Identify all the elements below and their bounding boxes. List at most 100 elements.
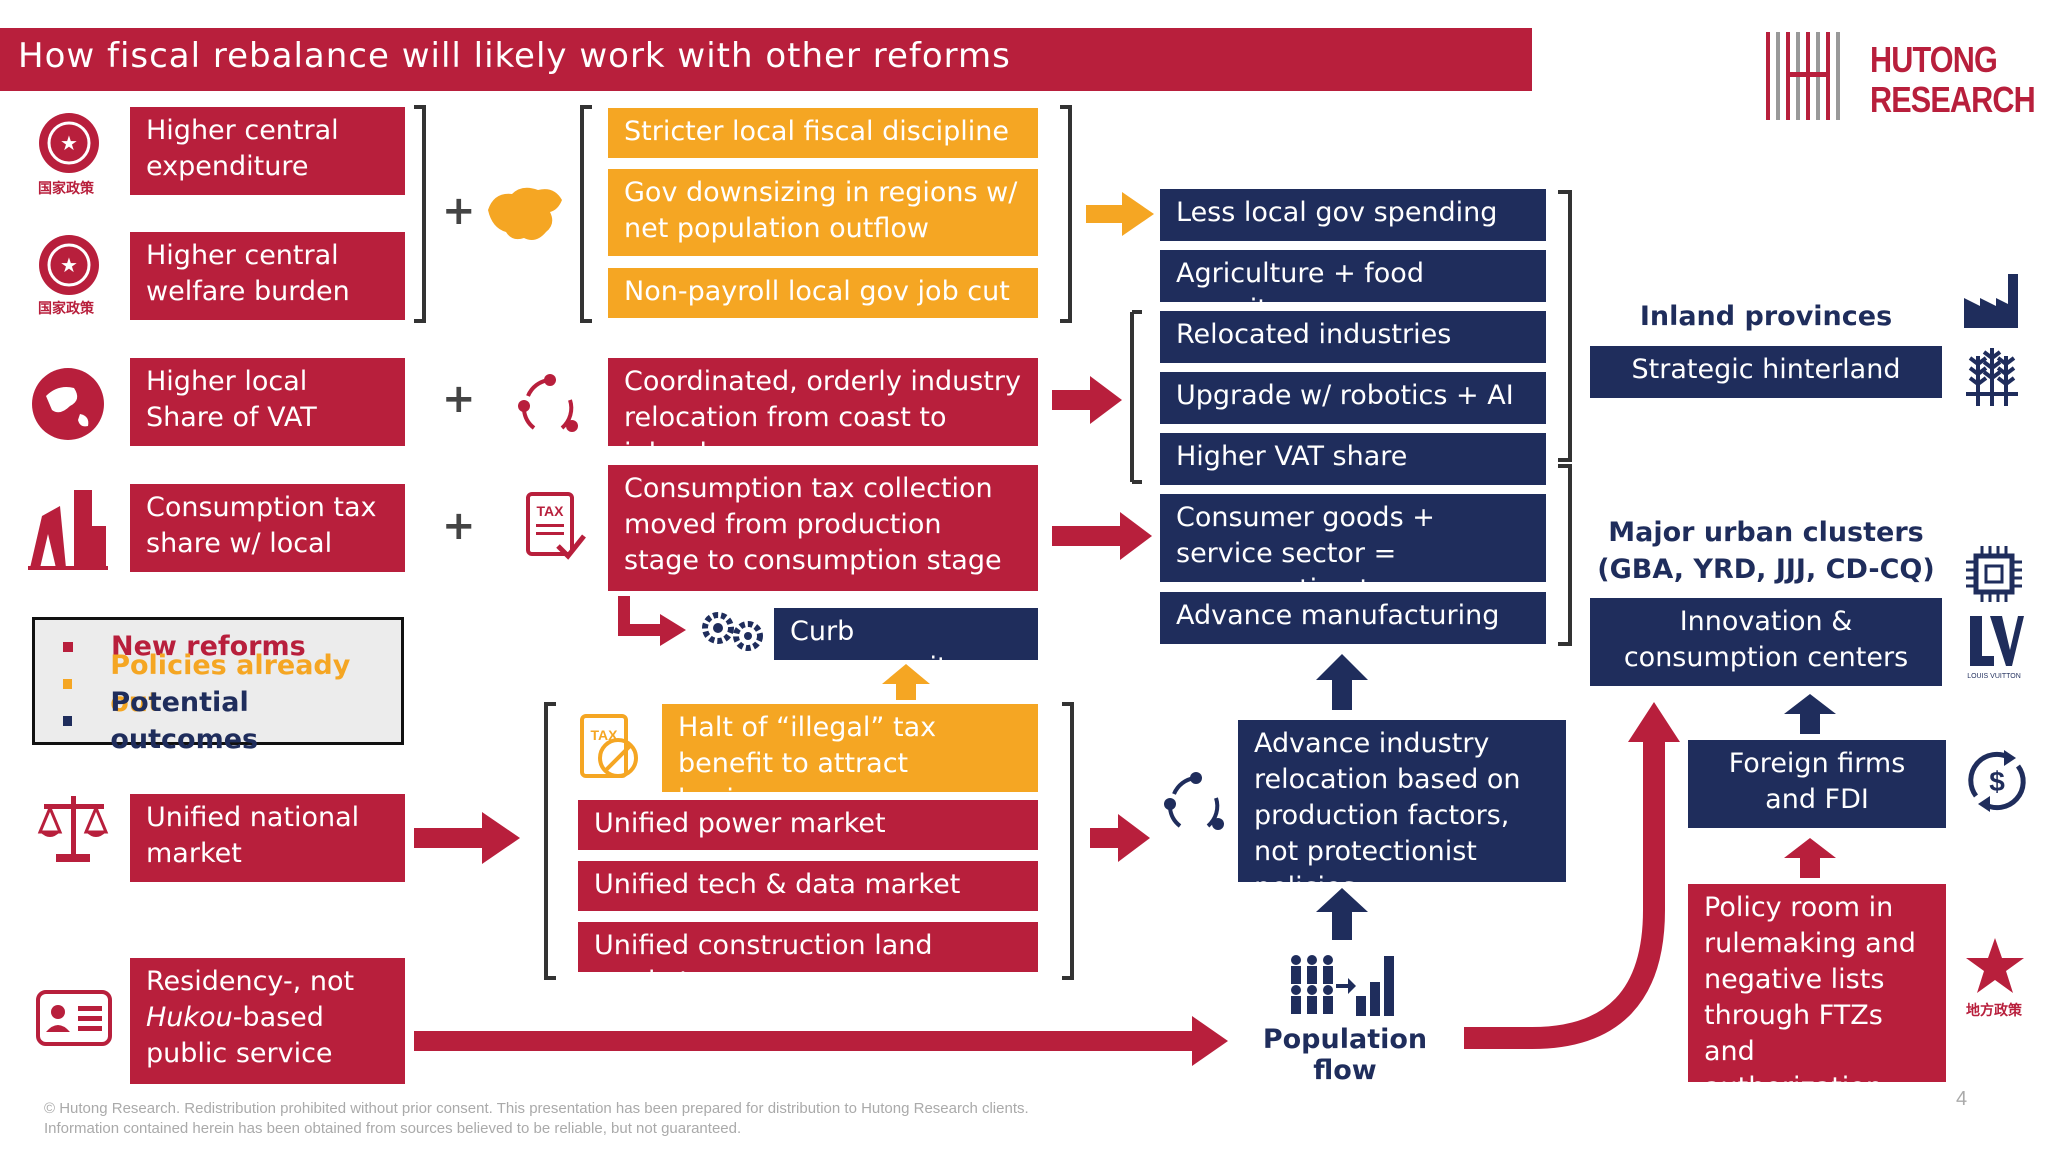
title-bar <box>0 28 1532 91</box>
local-policy-caption: 地方政策 <box>1966 1003 2022 1019</box>
currency-exchange-icon: $ <box>1968 750 2026 812</box>
gold-arrow-right <box>1086 192 1154 236</box>
national-policy-caption: 国家政策 <box>38 181 94 197</box>
footer-line-1: © Hutong Research. Redistribution prohib… <box>44 1100 1029 1117</box>
middle-bottom-bracket <box>544 702 1074 980</box>
legend-bullet <box>63 641 73 652</box>
tax-document-icon: TAX <box>526 492 586 560</box>
svg-text:★: ★ <box>60 133 78 155</box>
population-flow-icon <box>1291 955 1394 1016</box>
unified-land-box: Unified construction land market <box>578 922 1038 997</box>
scales-icon <box>37 796 109 862</box>
wheat-icon <box>1966 348 2018 406</box>
legend-label: Potential outcomes <box>110 686 259 755</box>
legend-label: Policies already out <box>110 649 351 718</box>
footer: © Hutong Research. Redistribution prohib… <box>44 1099 1029 1139</box>
footer-line-2: Information contained herein has been ob… <box>44 1120 742 1137</box>
red-arrow-right <box>1052 512 1152 560</box>
factory-icon <box>1964 274 2018 328</box>
gov-downsizing-box: Gov downsizing in regions w/ net populat… <box>608 169 1038 256</box>
strategic-hinterland-box: Strategic hinterland <box>1590 346 1942 398</box>
navy-up-arrow <box>1784 694 1836 734</box>
plus-sign: + <box>442 376 476 422</box>
logo-line-2: RESEARCH <box>1870 79 2036 120</box>
curb-overcapacity-box: Curb overcapacity <box>774 608 1038 683</box>
china-map-icon <box>488 187 562 240</box>
id-card-icon <box>36 990 112 1046</box>
curb-elbow-arrow <box>618 596 686 646</box>
navy-up-arrow <box>1316 888 1368 940</box>
innovation-centers-box: Innovation & consumption centers <box>1590 598 1942 686</box>
legend-item-new-reforms: New reforms <box>49 628 387 665</box>
higher-local-vat-box: Higher local Share of VAT <box>130 358 405 446</box>
advance-manufacturing-box: Advance manufacturing <box>1160 592 1546 644</box>
svg-text:TAX: TAX <box>591 727 619 743</box>
unified-power-box: Unified power market <box>578 800 1038 850</box>
legend-item-potential-outcomes: Potential outcomes <box>49 687 387 755</box>
tax-icon-label: TAX <box>537 503 565 519</box>
national-emblem-icon: ★ <box>39 113 99 173</box>
higher-vat-share-box: Higher VAT share <box>1160 433 1546 485</box>
coordinated-relocation-box: Coordinated, orderly industry relocation… <box>608 358 1038 469</box>
red-arrow-right <box>414 812 520 864</box>
national-emblem-icon: ★ <box>39 235 99 295</box>
no-tax-icon: TAX <box>580 714 638 778</box>
national-policy-caption: 国家政策 <box>38 301 94 317</box>
unified-national-market-box: Unified national market <box>130 794 405 882</box>
svg-text:$: $ <box>1989 766 2005 797</box>
inland-provinces-heading: Inland provinces <box>1639 301 1893 332</box>
navy-up-arrow <box>1316 654 1368 710</box>
city-buildings-icon <box>28 490 108 570</box>
chip-icon <box>1966 546 2022 602</box>
higher-central-welfare-box: Higher central welfare burden <box>130 232 405 320</box>
hukou-text: Hukou <box>146 1002 233 1033</box>
legend-bullet <box>63 715 73 726</box>
svg-text:★: ★ <box>60 255 78 277</box>
residency-public-service-box: Residency-, not Hukou-based public servi… <box>130 958 405 1084</box>
residency-text-pre: Residency-, not <box>146 966 355 997</box>
consumption-tax-collection-box: Consumption tax collection moved from pr… <box>608 465 1038 591</box>
policy-room-box: Policy room in rulemaking and negative l… <box>1688 884 1946 1103</box>
logo-line-1: HUTONG <box>1870 39 1998 80</box>
middle-top-bracket <box>580 105 1072 323</box>
relocation-cycle-icon <box>518 374 578 432</box>
gold-up-arrow <box>882 664 930 700</box>
legend: New reforms Policies already out Potenti… <box>32 617 404 755</box>
stricter-discipline-box: Stricter local fiscal discipline <box>608 108 1038 158</box>
hutong-logo-icon <box>1766 32 1840 120</box>
residency-text-post: -based public service <box>146 1002 333 1069</box>
red-curved-arrow <box>1464 702 1680 1049</box>
foreign-firms-box: Foreign firms and FDI <box>1688 740 1946 828</box>
page-number: 4 <box>1956 1088 1968 1110</box>
urban-clusters-heading: Major urban clusters (GBA, YRD, JJJ, CD-… <box>1590 514 1942 588</box>
globe-icon <box>32 368 104 440</box>
gears-icon <box>702 612 763 651</box>
non-payroll-cut-box: Non-payroll local gov job cut <box>608 268 1038 318</box>
urban-heading-line1: Major urban clusters <box>1608 517 1924 548</box>
relocated-industries-box: Relocated industries <box>1160 311 1546 363</box>
population-flow-label: Population flow <box>1262 1024 1428 1086</box>
red-arrow-right <box>1052 376 1122 424</box>
consumer-goods-box: Consumer goods + service sector = consum… <box>1160 494 1546 605</box>
relocation-cycle-icon <box>1164 772 1224 830</box>
upgrade-robotics-box: Upgrade w/ robotics + AI <box>1160 372 1546 424</box>
lv-text: LOUIS VUITTON <box>1967 673 2021 680</box>
less-spending-box: Less local gov spending <box>1160 189 1546 241</box>
outcome-brackets <box>1130 190 1572 646</box>
unified-tech-box: Unified tech & data market <box>578 861 1038 911</box>
local-policy-star-icon <box>1966 938 2024 993</box>
halt-illegal-benefit-box: Halt of “illegal” tax benefit to attract… <box>662 704 1038 815</box>
red-up-arrow <box>1784 838 1836 878</box>
higher-central-expenditure-box: Higher central expenditure <box>130 107 405 195</box>
red-arrow-right <box>1090 814 1150 862</box>
logo-text: HUTONG RESEARCH <box>1870 39 2036 120</box>
legend-item-policies-out: Policies already out <box>49 650 387 718</box>
plus-sign: + <box>442 188 476 234</box>
red-long-arrow <box>414 1016 1228 1066</box>
plus-sign: + <box>442 503 476 549</box>
consumption-tax-share-box: Consumption tax share w/ local gov <box>130 484 405 595</box>
urban-heading-line2: (GBA, YRD, JJJ, CD-CQ) <box>1597 554 1935 585</box>
page-title: How fiscal rebalance will likely work wi… <box>18 36 1011 76</box>
left-group-bracket <box>414 105 426 323</box>
legend-label: New reforms <box>111 631 306 662</box>
